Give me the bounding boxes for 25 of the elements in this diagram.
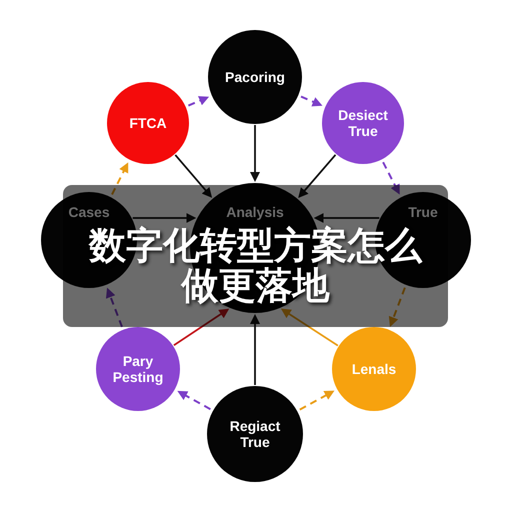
node-label: Analysis <box>226 204 284 220</box>
dashed-arrow <box>299 390 334 410</box>
node-label: True <box>408 204 438 220</box>
dashed-arrow <box>177 390 211 410</box>
arrow <box>250 314 260 385</box>
node-label: Desiect True <box>337 107 389 139</box>
arrow <box>174 154 212 198</box>
node-label: Pacoring <box>225 69 285 85</box>
node-label: Cases <box>68 204 110 220</box>
arrow <box>298 154 336 198</box>
dashed-arrow <box>106 288 123 328</box>
dashed-arrow <box>300 96 322 106</box>
node-label: FTCA <box>129 115 167 131</box>
dashed-arrow <box>388 287 406 327</box>
dashed-arrow <box>382 162 400 195</box>
node-label: Regiact True <box>228 418 282 450</box>
arrow <box>280 308 338 346</box>
dashed-arrow <box>188 96 210 107</box>
arrow <box>132 213 196 223</box>
node-label: Lenals <box>352 361 396 377</box>
node-label: Pary Pesting <box>112 353 164 385</box>
arrow <box>314 213 380 223</box>
arrow <box>250 125 260 182</box>
arrow <box>173 308 230 346</box>
dashed-arrow <box>111 162 128 195</box>
